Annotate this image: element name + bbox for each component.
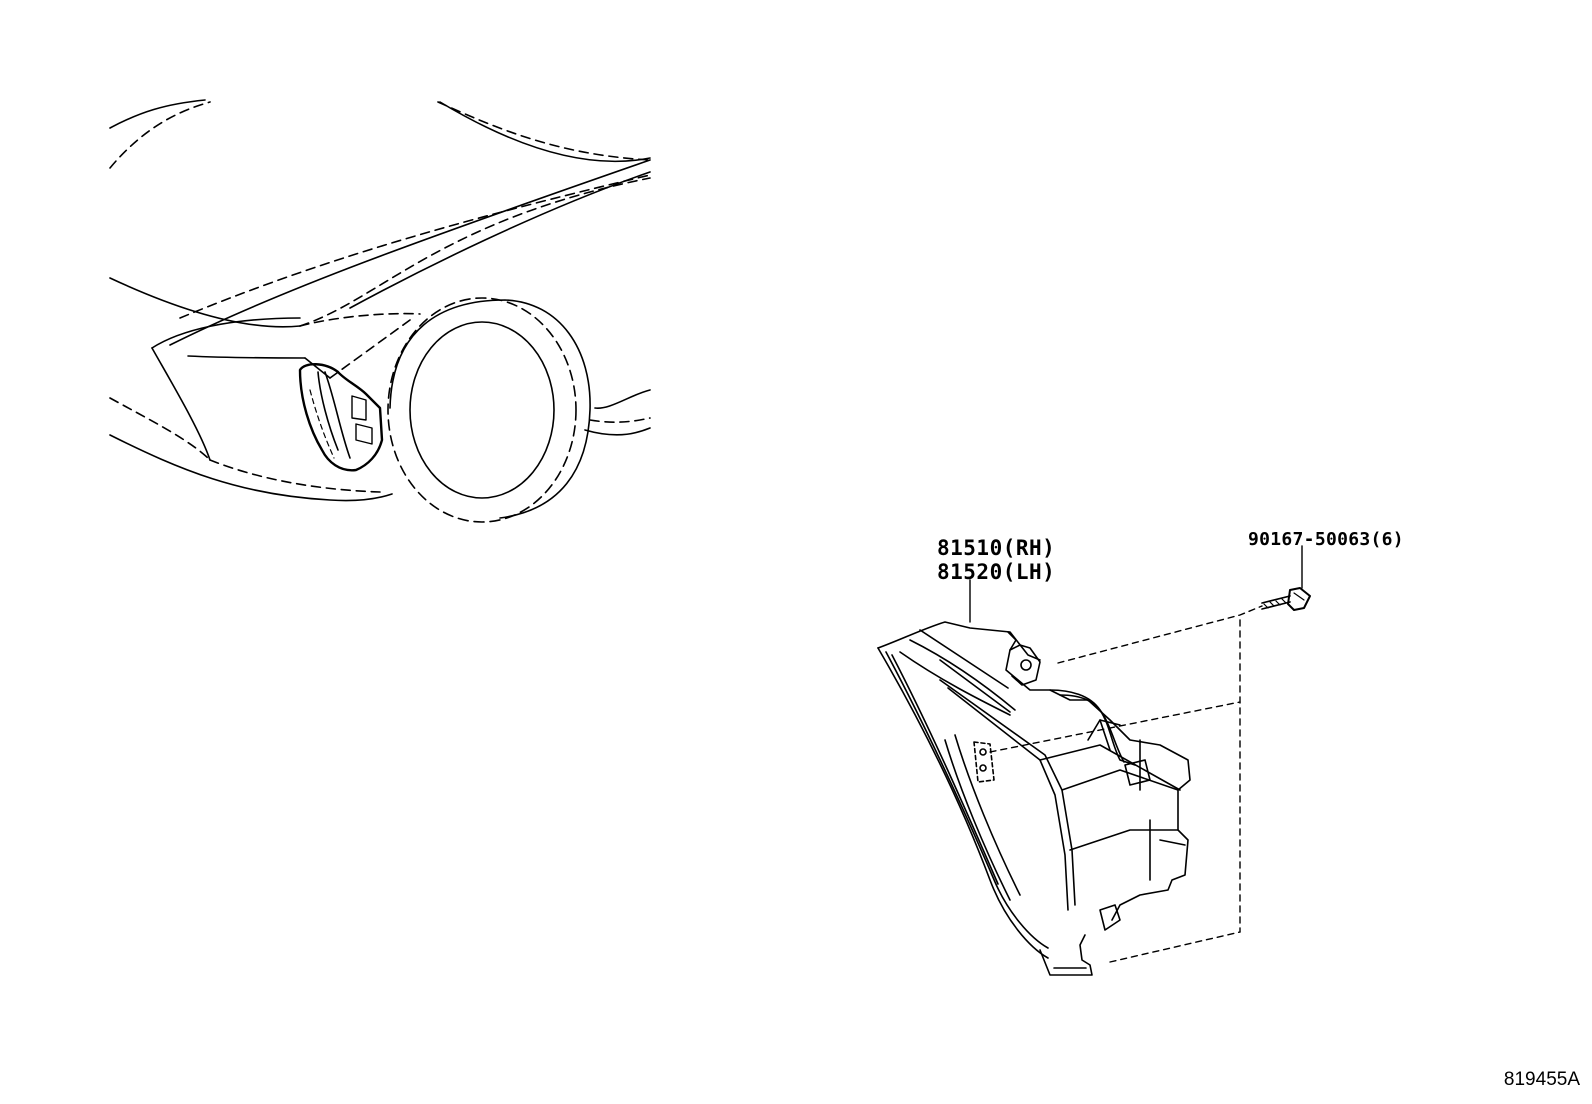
fog-lamp-location-marker: [298, 363, 384, 472]
drawing-id: 819455A: [1503, 1069, 1580, 1090]
leader-lines: [969, 545, 1303, 963]
bolt-part-number: 90167-50063(6): [1248, 529, 1404, 550]
part-number-rh: 81510(RH): [937, 536, 1056, 560]
bolt-icon: [1261, 587, 1311, 611]
fog-lamp-assembly: [877, 621, 1191, 976]
vehicle-overview: [109, 99, 651, 523]
part-number-lh: 81520(LH): [937, 560, 1056, 584]
